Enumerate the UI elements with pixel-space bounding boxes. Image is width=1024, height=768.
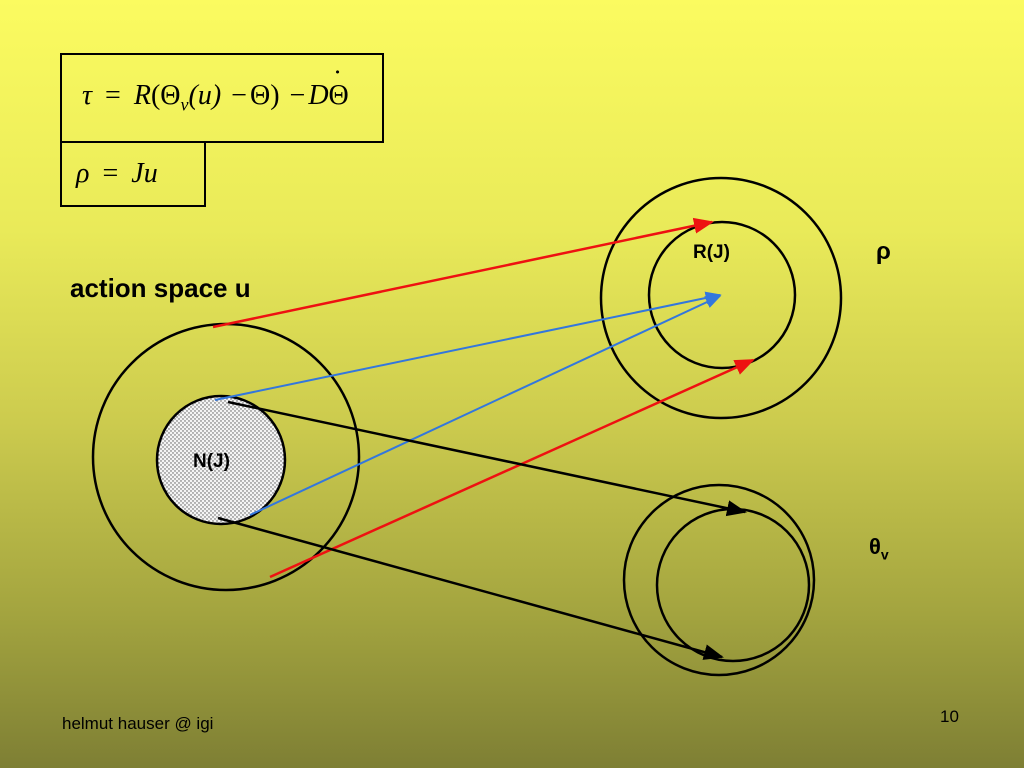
theta-inner-circle	[655, 507, 811, 663]
eq-u: (u)	[188, 80, 222, 112]
eq-theta: Θ	[160, 80, 181, 112]
eq-rho-equals: =	[102, 158, 119, 189]
rho-equation: ρ = Ju	[76, 158, 158, 190]
page-number: 10	[940, 707, 959, 726]
rj-circle	[647, 220, 797, 370]
action-space-label: action space u	[70, 273, 251, 303]
red-arrow-bottom	[269, 358, 755, 579]
eq-theta-dot-base: Θ	[328, 80, 349, 112]
black-arrow-top	[227, 400, 747, 517]
eq-sub-v: v	[180, 94, 189, 115]
rho-equation-box: ρ = Ju	[60, 141, 206, 207]
eq-equals: =	[105, 80, 121, 112]
eq-tau: τ	[82, 80, 93, 112]
theta-outer-circle	[622, 483, 816, 677]
eq-R: R	[133, 80, 151, 112]
nj-circle	[155, 394, 287, 526]
black-arrow-bottom	[217, 516, 724, 660]
blue-arrow-top	[214, 291, 722, 401]
theta-symbol: θ	[869, 534, 881, 559]
eq-J: J	[131, 158, 144, 189]
eq-minus-2: −	[289, 80, 306, 112]
footer-author: helmut hauser @ igi	[62, 714, 214, 733]
eq-theta-dot: Θ˙	[328, 64, 349, 112]
eq-rho: ρ	[76, 158, 90, 189]
eq-minus: −	[231, 80, 247, 112]
theta-subscript: v	[880, 546, 889, 563]
eq-close-paren: )	[270, 80, 280, 112]
torque-equation-box: τ = R(Θv(u) −Θ) −DΘ˙	[60, 53, 384, 143]
eq-theta-2: Θ	[249, 80, 271, 112]
rho-label: ρ	[876, 238, 891, 265]
torque-equation: τ = R(Θv(u) −Θ) −DΘ˙	[82, 64, 349, 116]
red-arrow-top	[212, 217, 714, 329]
eq-D: D	[308, 80, 329, 112]
rj-label: R(J)	[693, 242, 730, 263]
eq-dot: ˙	[332, 64, 343, 98]
blue-arrow-bottom	[249, 295, 722, 516]
rho-outer-circle	[599, 176, 843, 420]
eq-open-paren: (	[150, 80, 161, 112]
theta-v-label: θv	[869, 534, 889, 562]
eq-u-2: u	[143, 158, 158, 189]
nj-label: N(J)	[193, 451, 230, 472]
